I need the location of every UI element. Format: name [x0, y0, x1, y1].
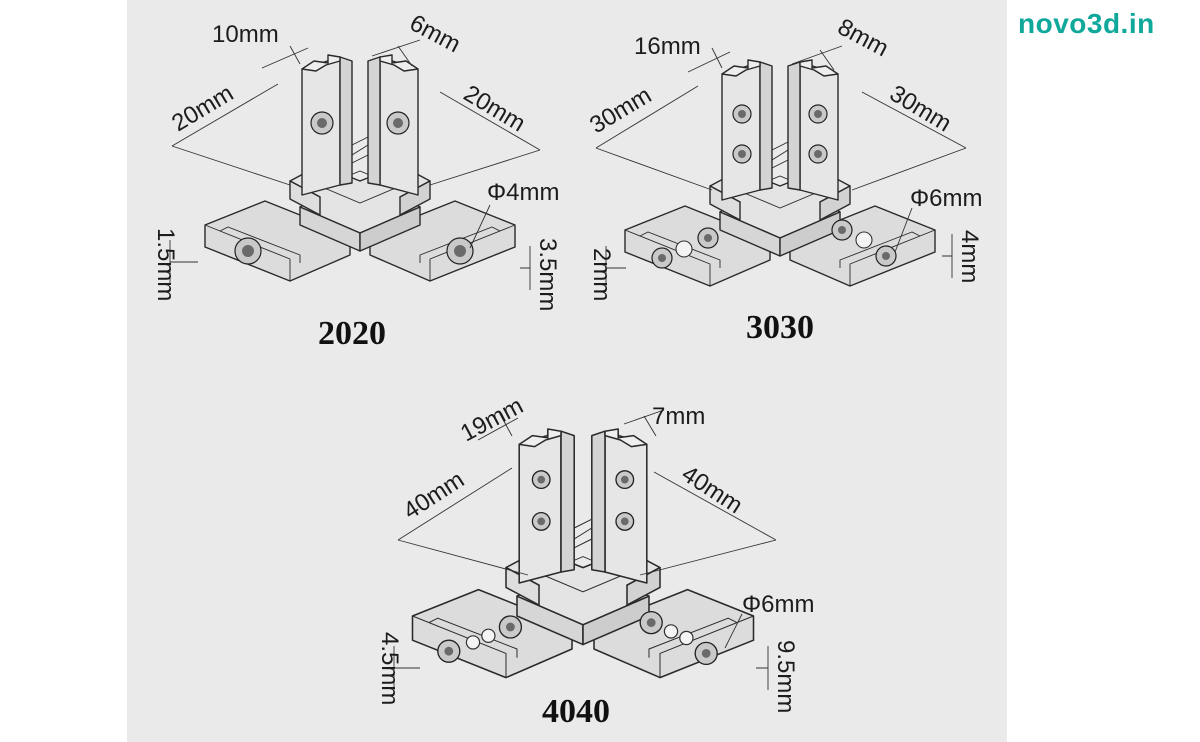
dim-3030-thickness-right: 4mm	[956, 230, 983, 283]
dim-4040-thickness-right: 9.5mm	[772, 640, 799, 713]
model-label-2020: 2020	[318, 315, 386, 352]
dim-2020-leg-right: 20mm	[459, 80, 530, 137]
dim-4040-hole: Φ6mm	[742, 591, 814, 618]
dim-3030-thickness-left: 2mm	[588, 248, 615, 301]
dim-4040-leg-right: 40mm	[677, 460, 748, 519]
dim-4040-top-width: 19mm	[456, 392, 528, 447]
dim-2020-hole: Φ4mm	[487, 179, 559, 206]
dim-4040-leg-left: 40mm	[399, 466, 470, 525]
dim-2020-thickness-left: 1.5mm	[152, 228, 179, 301]
connector-3030: 16mm 8mm 30mm 30mm Φ6mm 2mm 4mm 4040 303…	[585, 13, 983, 346]
brand-logo-text: novo3d.in	[1018, 8, 1155, 39]
connector-4040: 19mm 7mm 40mm 40mm Φ6mm 4.5mm 9.5mm 4040	[376, 392, 814, 730]
dim-3030-top-width: 16mm	[634, 33, 701, 60]
dim-3030-leg-left: 30mm	[585, 82, 656, 139]
dim-3030-leg-right: 30mm	[885, 80, 956, 137]
dim-3030-hole: Φ6mm	[910, 185, 982, 212]
dim-4040-thickness-left: 4.5mm	[376, 632, 403, 705]
dim-3030-slot: 8mm	[833, 13, 893, 62]
dim-4040-slot: 7mm	[652, 403, 705, 430]
model-label-3030-text: 3030	[746, 309, 814, 346]
connector-2020: 10mm 6mm 20mm 20mm Φ4mm 1.5mm 3.5mm 2020	[152, 9, 561, 352]
dim-2020-thickness-right: 3.5mm	[534, 238, 561, 311]
dim-2020-top-width: 10mm	[212, 21, 279, 48]
model-label-4040: 4040	[542, 693, 610, 730]
dim-2020-slot: 6mm	[405, 9, 465, 58]
